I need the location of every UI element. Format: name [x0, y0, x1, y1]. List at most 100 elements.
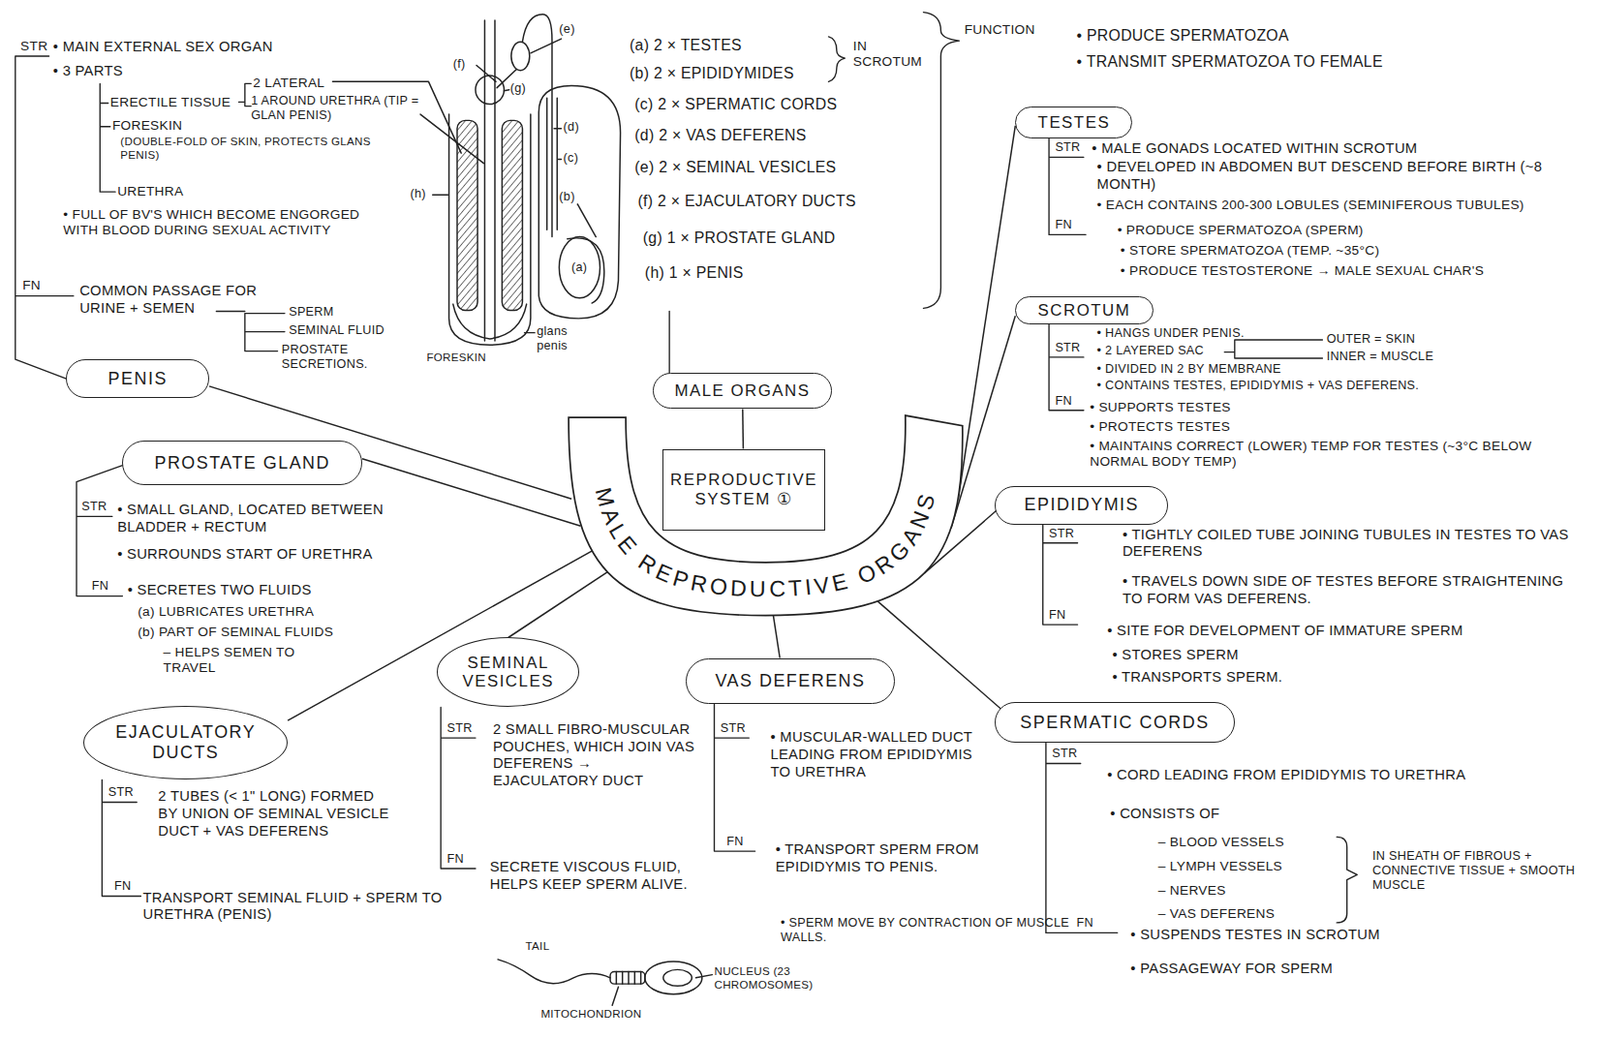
note-text: • FULL OF BV'S WHICH BECOME ENGORGED WIT…	[62, 207, 370, 240]
note-text: • SECRETES TWO FLUIDS	[127, 582, 312, 600]
note-text: STR	[20, 38, 48, 55]
drawing-stroke	[1224, 339, 1323, 359]
note-text: • PRODUCE TESTOSTERONE → MALE SEXUAL CHA…	[1120, 263, 1484, 279]
note-text: ERECTILE TISSUE	[110, 94, 231, 111]
note-text: • PROTECTS TESTES	[1089, 419, 1231, 435]
connector	[957, 125, 1016, 499]
band-shape: MALE REPRODUCTIVE ORGANS	[566, 413, 965, 623]
note-text: MITOCHONDRION	[540, 1008, 642, 1022]
note-text: STR	[720, 721, 746, 737]
note-text: NUCLEUS (23 CHROMOSOMES)	[714, 965, 859, 993]
drawing-stroke	[553, 127, 561, 129]
organ-bubble: PROSTATE GLAND	[122, 440, 363, 486]
note-text: • MAIN EXTERNAL SEX ORGAN	[53, 38, 274, 57]
drawing-stroke	[501, 120, 523, 310]
note-text: (b) 2 × EPIDIDYMIDES	[629, 64, 795, 84]
note-text: • PRODUCE SPERMATOZOA (SPERM)	[1117, 222, 1364, 239]
drawing-stroke	[76, 465, 123, 597]
drawing-stroke	[1048, 138, 1086, 235]
node-label: VAS DEFERENS	[698, 671, 883, 692]
band-outline	[568, 415, 963, 616]
note-text: FN	[1054, 217, 1072, 233]
drawing-stroke	[557, 158, 561, 160]
drawing-stroke	[714, 704, 756, 852]
note-text: STR	[1054, 340, 1080, 356]
drawing-stroke	[511, 41, 530, 71]
note-text: • TRAVELS DOWN SIDE OF TESTES BEFORE STR…	[1122, 573, 1582, 608]
organ-bubble: PENIS	[65, 359, 210, 399]
drawing-stroke	[547, 97, 558, 230]
note-text: • MALE GONADS LOCATED WITHIN SCROTUM	[1091, 140, 1417, 158]
organ-bubble: MALE ORGANS	[652, 372, 831, 410]
note-text: – BLOOD VESSELS	[1158, 834, 1285, 851]
note-text: (e)	[558, 22, 575, 37]
note-text: STR	[1048, 526, 1075, 542]
note-text: 2 TUBES (< 1" LONG) FORMED BY UNION OF S…	[157, 788, 393, 840]
title-box: REPRODUCTIVE SYSTEM ①	[662, 449, 827, 531]
note-text: • HANGS UNDER PENIS.	[1097, 326, 1245, 341]
note-text: (h)	[410, 186, 427, 202]
drawing-stroke	[1336, 836, 1357, 924]
note-text: FN	[114, 879, 131, 894]
note-text: • SITE FOR DEVELOPMENT OF IMMATURE SPERM	[1107, 622, 1587, 641]
node-label: EPIDIDYMIS	[1007, 494, 1156, 516]
node-label: SCROTUM	[1027, 301, 1140, 320]
note-text: STR	[108, 785, 134, 800]
note-text: • DEVELOPED IN ABDOMEN BUT DESCEND BEFOR…	[1097, 158, 1577, 193]
note-text: SPERM	[288, 305, 334, 320]
drawing-stroke	[453, 304, 527, 339]
node-label: SPERMATIC CORDS	[1007, 712, 1223, 734]
note-text: (c)	[563, 151, 580, 166]
note-text: (b)	[558, 189, 575, 205]
note-text: (d)	[563, 120, 580, 135]
note-text: IN SHEATH OF FIBROUS + CONNECTIVE TISSUE…	[1372, 849, 1577, 893]
note-text: • SURROUNDS START OF URETHRA	[117, 546, 373, 564]
note-text: TRANSPORT SEMINAL FLUID + SPERM TO URETH…	[143, 890, 450, 924]
note-text: • MAINTAINS CORRECT (LOWER) TEMP FOR TES…	[1089, 438, 1580, 471]
drawing-stroke	[449, 114, 531, 345]
note-text: FN	[446, 852, 463, 867]
note-text: 1 AROUND URETHRA (TIP = GLAN PENIS)	[250, 93, 425, 124]
organ-bubble: SEMINAL VESICLES	[436, 637, 581, 708]
node-label: TESTES	[1027, 113, 1120, 132]
note-text: – LYMPH VESSELS	[1158, 859, 1283, 875]
drawing-stroke	[610, 971, 646, 985]
note-text: • 2 LAYERED SAC	[1097, 343, 1204, 359]
note-text: FN	[1054, 394, 1072, 409]
drawing-stroke	[239, 83, 252, 106]
organ-bubble: SPERMATIC CORDS	[994, 702, 1235, 743]
note-text: • SMALL GLAND, LOCATED BETWEEN BLADDER +…	[117, 501, 444, 536]
organ-bubble: SCROTUM	[1015, 296, 1153, 326]
note-text: FUNCTION	[964, 22, 1036, 38]
note-text: FN	[1048, 608, 1066, 623]
sperm-drawing	[497, 959, 712, 1006]
note-text: • CONTAINS TESTES, EPIDIDYMIS + VAS DEFE…	[1097, 378, 1420, 394]
note-text: (h) 1 × PENIS	[645, 264, 744, 283]
connector	[508, 572, 608, 639]
note-text: STR	[1054, 140, 1080, 155]
node-label: MALE ORGANS	[665, 381, 819, 400]
note-text: FN	[92, 579, 109, 594]
drawing-stroke	[503, 90, 509, 92]
organ-bubble: TESTES	[1015, 106, 1133, 140]
drawing-stroke	[558, 237, 600, 299]
connector	[362, 459, 582, 527]
note-text: FORESKIN	[112, 118, 183, 134]
connector	[741, 409, 744, 450]
note-text: • 3 PARTS	[53, 62, 124, 81]
drawing-stroke	[530, 38, 562, 54]
drawing-stroke	[420, 114, 484, 164]
note-text: • TRANSMIT SPERMATOZOA TO FEMALE	[1076, 53, 1384, 72]
note-text: • CONSISTS OF	[1109, 805, 1220, 824]
organ-bubble: EJACULATORY DUCTS	[83, 706, 288, 780]
drawing-stroke	[923, 12, 959, 309]
organ-band: MALE REPRODUCTIVE ORGANS	[566, 413, 965, 623]
drawing-stroke	[215, 310, 285, 351]
drawing-stroke	[663, 969, 693, 986]
note-text: (DOUBLE-FOLD OF SKIN, PROTECTS GLANS PEN…	[120, 135, 375, 163]
note-text: (a) LUBRICATES URETHRA	[137, 604, 314, 620]
node-label: PENIS	[78, 369, 197, 390]
organ-bubble: EPIDIDYMIS	[994, 486, 1169, 525]
note-text: (a)	[571, 260, 587, 276]
connector	[772, 615, 780, 658]
